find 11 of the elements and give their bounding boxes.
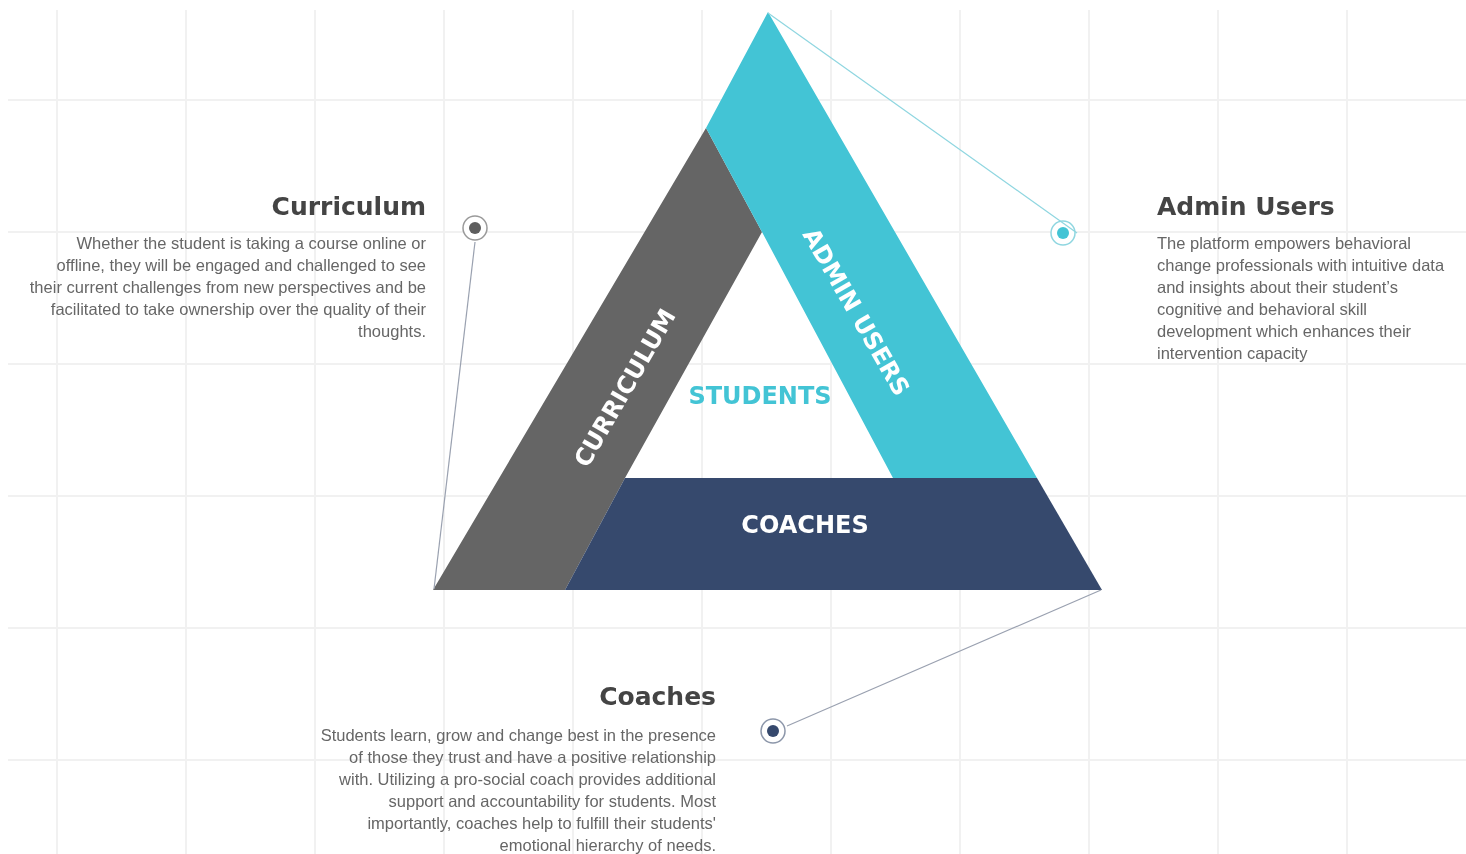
leader-line xyxy=(786,589,1102,727)
center-label: STUDENTS xyxy=(688,382,832,410)
callout-text: Students learn, grow and change best in the presence of those they trust and have a positive relationship with. Utilizing a pro-social coach provides additional support and accountability for students. Most importantly, coaches help to fulfill their students' emotional hierarchy of needs. xyxy=(319,725,716,854)
callout-heading: Curriculum xyxy=(271,192,426,221)
callout-text: The platform empowers behavioral change professionals with intuitive data and insights about their student’s cognitive and behavioral skill development which enhances their intervention capacity xyxy=(1157,233,1446,364)
callout-text: Whether the student is taking a course online or offline, they will be engaged and challenged to see their current challenges from new perspectives and be facilitated to take ownership over the quality of their thoughts. xyxy=(28,233,426,342)
callout-heading: Admin Users xyxy=(1157,192,1335,221)
callout-heading: Coaches xyxy=(599,682,716,711)
leader-line xyxy=(433,241,476,590)
leader-line xyxy=(767,12,1078,234)
band-label: COACHES xyxy=(741,511,869,539)
